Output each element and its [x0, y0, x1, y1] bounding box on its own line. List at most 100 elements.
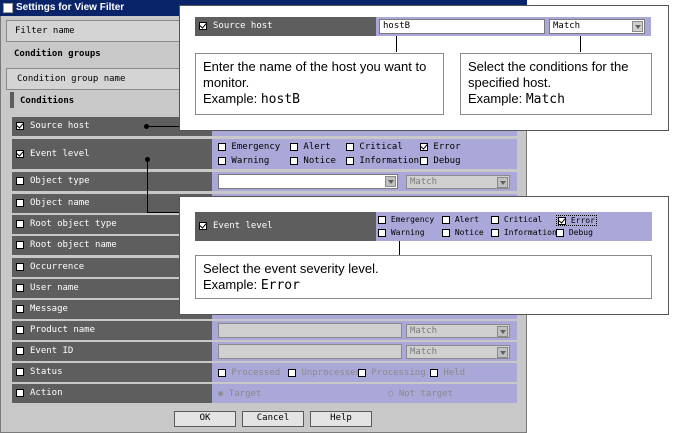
callout-source-host-label: Source host: [213, 21, 273, 31]
action-checkbox[interactable]: [16, 389, 24, 397]
event-level-leader-dot: [145, 157, 150, 162]
status-processing[interactable]: Processing: [358, 368, 426, 378]
row-event-id[interactable]: Event ID: [12, 342, 212, 361]
row-status[interactable]: Status: [12, 363, 212, 382]
status-label: Status: [30, 367, 63, 377]
event-level-note-example: Error: [260, 278, 300, 293]
object-type-select[interactable]: Match: [406, 175, 510, 189]
action-field: ◉ Target ○ Not target: [212, 384, 517, 403]
object-name-label: Object name: [30, 198, 90, 208]
callout-host-input: hostB: [379, 19, 545, 34]
row-root-object-type[interactable]: Root object type: [12, 215, 212, 234]
product-name-checkbox[interactable]: [16, 326, 24, 334]
level-alert[interactable]: Alert: [290, 142, 331, 152]
root-object-name-label: Root object name: [30, 240, 117, 250]
action-target-radio[interactable]: ◉ Target: [218, 389, 262, 399]
level-notice[interactable]: Notice: [290, 156, 336, 166]
action-label: Action: [30, 388, 63, 398]
source-host-checkbox[interactable]: [16, 122, 24, 130]
event-level-field: Emergency Alert Critical Error Warning N…: [212, 139, 517, 169]
level-information[interactable]: Information: [346, 156, 419, 166]
event-level-note-example-prefix: Example:: [203, 277, 261, 292]
root-object-name-checkbox[interactable]: [16, 241, 24, 249]
match-note-example-prefix: Example:: [468, 91, 526, 106]
object-type-checkbox[interactable]: [16, 177, 24, 185]
row-object-name[interactable]: Object name: [12, 194, 212, 213]
object-name-checkbox[interactable]: [16, 199, 24, 207]
product-name-field: Match: [212, 321, 517, 340]
callout-event-level-checkbox: [199, 222, 207, 230]
occurrence-checkbox[interactable]: [16, 263, 24, 271]
conditions-marker: [10, 92, 14, 108]
status-unprocessed[interactable]: Unprocessed: [288, 368, 361, 378]
condition-groups-label: Condition groups: [14, 49, 101, 59]
callout-level-emergency: Emergency: [378, 215, 434, 224]
row-root-object-name[interactable]: Root object name: [12, 236, 212, 255]
row-source-host[interactable]: Source host: [12, 117, 212, 136]
callout-level-error: Error: [556, 215, 597, 226]
window-icon: [3, 3, 13, 13]
user-name-checkbox[interactable]: [16, 284, 24, 292]
occurrence-label: Occurrence: [30, 262, 85, 272]
row-user-name[interactable]: User name: [12, 279, 212, 298]
ok-button[interactable]: OK: [174, 411, 236, 427]
event-id-checkbox[interactable]: [16, 347, 24, 355]
root-object-type-label: Root object type: [30, 219, 117, 229]
object-type-combo[interactable]: [218, 174, 398, 189]
row-event-level[interactable]: Event level: [12, 139, 212, 169]
callout-level-information: Information: [491, 228, 557, 237]
message-checkbox[interactable]: [16, 305, 24, 313]
cancel-button[interactable]: Cancel: [242, 411, 304, 427]
level-debug[interactable]: Debug: [420, 156, 461, 166]
callout-level-connector: [399, 241, 400, 255]
level-emergency[interactable]: Emergency: [218, 142, 280, 152]
root-object-type-checkbox[interactable]: [16, 220, 24, 228]
callout-source-host-row: Source host: [195, 17, 376, 36]
status-checkbox[interactable]: [16, 368, 24, 376]
source-host-callout: Source host hostB Match Enter the name o…: [179, 5, 669, 131]
event-level-leader-hline: [147, 212, 180, 213]
callout-level-notice: Notice: [442, 228, 484, 237]
host-note-text: Enter the name of the host you want to m…: [203, 59, 427, 90]
event-id-label: Event ID: [30, 346, 74, 356]
user-name-label: User name: [30, 283, 79, 293]
row-message[interactable]: Message: [12, 300, 212, 319]
product-name-label: Product name: [30, 325, 96, 335]
callout-match-connector: [580, 36, 581, 52]
event-level-label: Event level: [30, 149, 90, 159]
conditions-header: Conditions: [6, 92, 521, 110]
callout-level-debug: Debug: [556, 228, 593, 237]
status-processed[interactable]: Processed: [218, 368, 280, 378]
callout-source-host-checkbox: [199, 22, 207, 30]
object-type-field: Match: [212, 172, 517, 191]
event-id-input[interactable]: [218, 344, 402, 359]
product-name-input[interactable]: [218, 323, 402, 338]
event-level-leader-vline: [147, 160, 148, 212]
row-product-name[interactable]: Product name: [12, 321, 212, 340]
host-note-example-prefix: Example:: [203, 91, 261, 106]
event-level-checkbox[interactable]: [16, 150, 24, 158]
object-type-label: Object type: [30, 176, 90, 186]
callout-host-connector: [396, 36, 397, 52]
level-critical[interactable]: Critical: [346, 142, 403, 152]
callout-match-select: Match: [549, 19, 645, 34]
callout-source-host-field: hostB Match: [376, 17, 651, 36]
action-not-target-radio[interactable]: ○ Not target: [388, 389, 454, 399]
status-field: Processed Unprocessed Processing Held: [212, 363, 517, 382]
help-button[interactable]: Help: [310, 411, 372, 427]
source-host-leader-dot: [144, 124, 149, 129]
event-level-note-text: Select the event severity level.: [203, 261, 379, 276]
callout-event-level-row: Event level: [195, 212, 376, 241]
status-held[interactable]: Held: [430, 368, 465, 378]
row-object-type[interactable]: Object type: [12, 172, 212, 191]
callout-event-level-label: Event level: [213, 221, 273, 231]
condition-group-name-label: Condition group name: [17, 74, 126, 84]
level-warning[interactable]: Warning: [218, 156, 269, 166]
product-name-select[interactable]: Match: [406, 324, 510, 338]
host-note: Enter the name of the host you want to m…: [195, 53, 444, 115]
row-occurrence[interactable]: Occurrence: [12, 258, 212, 277]
row-action[interactable]: Action: [12, 384, 212, 403]
event-id-select[interactable]: Match: [406, 345, 510, 359]
window-title: Settings for View Filter: [16, 2, 125, 13]
level-error[interactable]: Error: [420, 142, 461, 152]
